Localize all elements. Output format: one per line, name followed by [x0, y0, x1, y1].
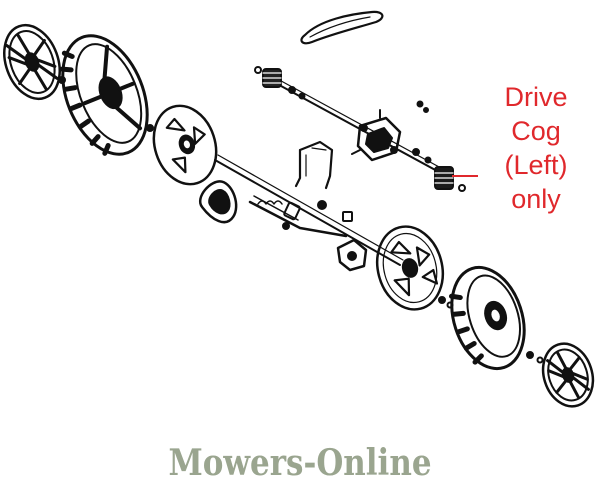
- hubcap-rear-left: [3, 23, 61, 101]
- hubcap-front-right: [541, 342, 595, 408]
- height-adjust-bracket: [294, 140, 334, 190]
- wheel-rear-left: [59, 34, 149, 156]
- wheel-plate-rear-left: [152, 104, 218, 186]
- washer: [298, 92, 306, 100]
- callout-line-2: Cog: [511, 116, 561, 146]
- washer: [458, 184, 466, 192]
- axle-shaft: [214, 154, 404, 266]
- wheel-plate-front-right: [375, 225, 445, 311]
- washer: [438, 296, 446, 304]
- mowers-online-watermark: Mowers-Online: [168, 442, 432, 484]
- callout-line-4: only: [511, 184, 561, 214]
- drive-belt: [300, 10, 384, 45]
- adjuster-knob: [199, 180, 238, 224]
- washer: [146, 124, 154, 132]
- bolts: [282, 200, 353, 230]
- drive-cog-callout: Drive Cog (Left) only: [486, 80, 586, 216]
- callout-line-1: Drive: [504, 82, 568, 112]
- gearbox: [351, 109, 402, 162]
- callout-line-3: (Left): [504, 150, 568, 180]
- washer: [536, 356, 544, 364]
- callout-leader-line: [452, 175, 478, 177]
- washer: [254, 66, 262, 74]
- drive-cog-right: [262, 68, 282, 88]
- drive-cog-left: [434, 166, 454, 190]
- washer: [288, 86, 296, 94]
- lever-arm: [248, 195, 348, 238]
- front-bracket: [336, 238, 368, 272]
- small-screws: [412, 100, 432, 164]
- washer: [526, 351, 534, 359]
- wheel-front-right: [448, 265, 526, 371]
